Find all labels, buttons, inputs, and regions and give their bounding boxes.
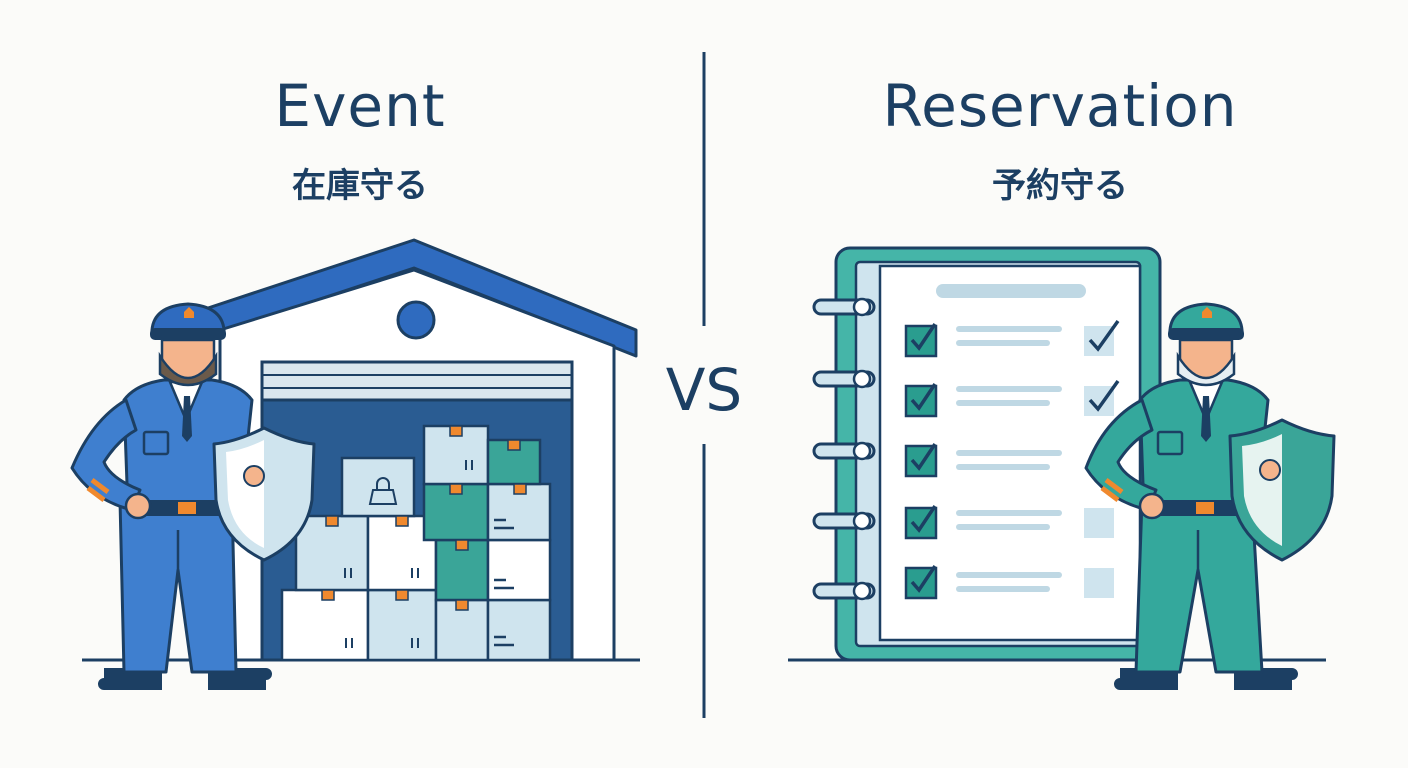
vs-label: VS <box>665 356 743 424</box>
reservation-title: Reservation <box>882 72 1238 140</box>
checklist-row <box>904 505 1114 540</box>
event-title: Event <box>274 72 446 140</box>
checklist-row <box>904 319 1120 358</box>
security-guard-right <box>1084 302 1336 690</box>
checklist-row <box>904 565 1114 600</box>
security-guard-left <box>70 302 316 690</box>
checklist-row <box>904 443 1062 478</box>
checklist-clipboard-icon <box>812 246 1162 662</box>
checklist-row <box>904 379 1120 418</box>
reservation-subtitle: 予約守る <box>992 166 1128 206</box>
event-subtitle: 在庫守る <box>292 166 428 206</box>
